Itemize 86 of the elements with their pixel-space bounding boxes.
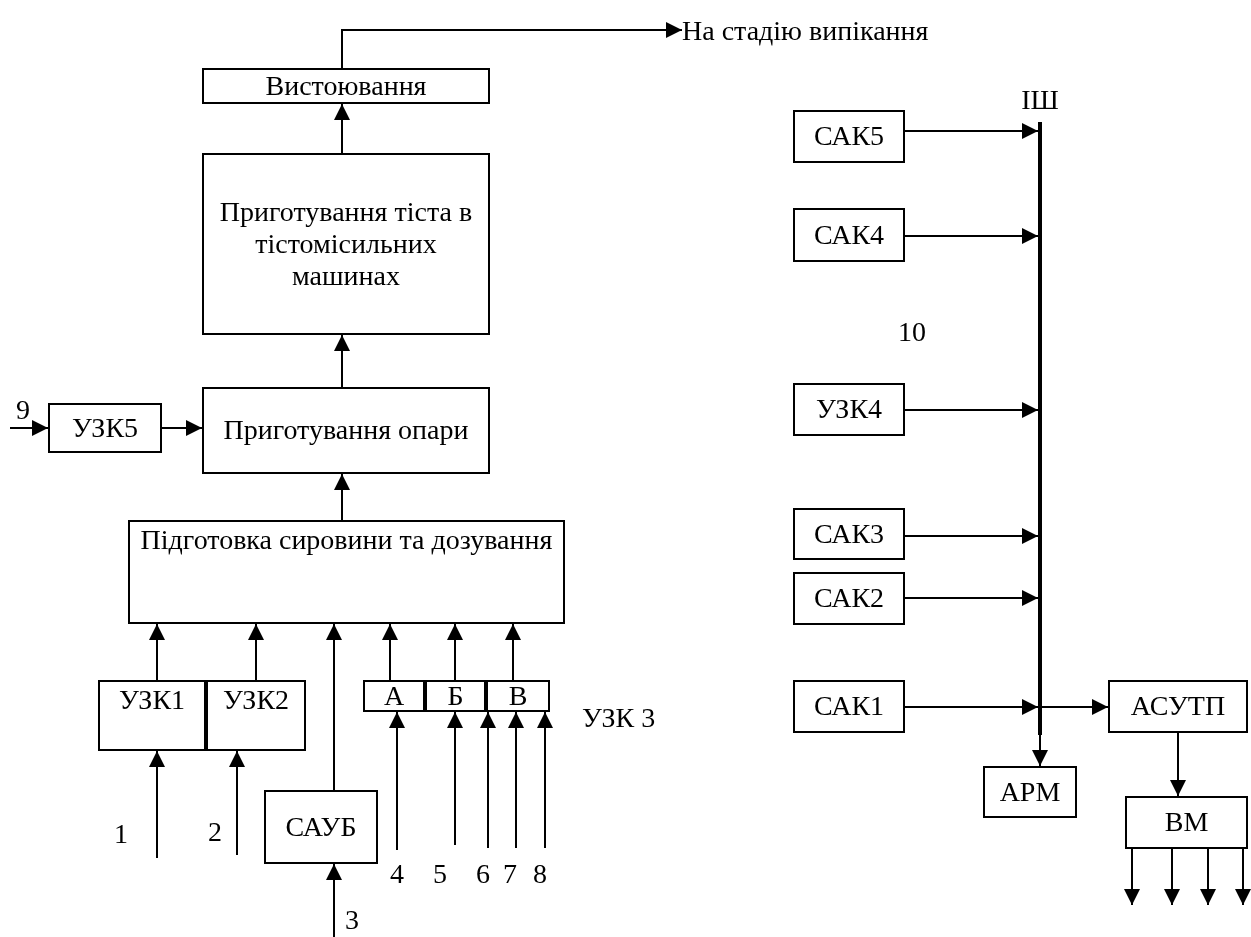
box-text: Підготовка сировини та дозування <box>140 524 553 557</box>
box-text: САУБ <box>285 810 357 844</box>
process-box <box>793 680 905 733</box>
arrow <box>9 420 49 436</box>
process-box <box>486 680 550 712</box>
box-text: УЗК5 <box>71 411 139 445</box>
box-text: САК1 <box>813 690 885 723</box>
arrow <box>334 473 350 521</box>
arrow <box>1164 848 1180 906</box>
box-text: В <box>508 679 528 713</box>
arrow <box>537 711 553 849</box>
process-box <box>202 153 490 335</box>
arrow <box>149 750 165 859</box>
process-box <box>793 508 905 560</box>
arrow <box>326 863 342 937</box>
arrow <box>904 528 1039 544</box>
box-text: САК3 <box>813 517 885 551</box>
process-box <box>793 383 905 436</box>
arrow <box>447 711 463 846</box>
arrow <box>904 402 1039 418</box>
arrow <box>248 623 264 681</box>
process-box <box>793 208 905 262</box>
process-box <box>202 387 490 474</box>
box-text: УЗК1 <box>118 684 186 717</box>
edge-label: 3 <box>345 906 359 934</box>
arrow <box>447 623 463 681</box>
box-text: Приготування опари <box>223 414 469 447</box>
arrow <box>229 750 245 856</box>
arrow <box>904 228 1039 244</box>
process-box <box>425 680 486 712</box>
process-box <box>1108 680 1248 733</box>
arrow <box>904 699 1039 715</box>
edge-label: 2 <box>208 818 222 846</box>
arrow <box>334 103 350 154</box>
arrow <box>904 590 1039 606</box>
process-box <box>98 680 206 751</box>
process-box <box>363 680 425 712</box>
arrow <box>341 22 683 69</box>
process-box <box>128 520 565 624</box>
box-text: На стадію випікання <box>682 14 929 48</box>
box-text: А <box>383 679 405 713</box>
box-text: УЗК4 <box>815 393 883 426</box>
arrow <box>161 420 203 436</box>
edge-label: 9 <box>16 396 30 424</box>
box-text: АСУТП <box>1130 690 1226 723</box>
process-box <box>48 403 162 453</box>
arrow <box>508 711 524 849</box>
process-box <box>264 790 378 864</box>
arrow <box>505 623 521 681</box>
box-text: Вистоювання <box>265 69 427 103</box>
process-box <box>793 572 905 625</box>
callout-number: 10 <box>898 318 926 346</box>
box-text: САК5 <box>813 120 885 153</box>
box-text: САК2 <box>813 582 885 615</box>
box-text: АРМ <box>999 775 1061 809</box>
box-text: САК4 <box>813 218 885 252</box>
arrow <box>334 334 350 388</box>
edge-label: 4 <box>390 860 404 888</box>
box-text: ВМ <box>1164 806 1209 839</box>
arrow <box>1235 848 1251 906</box>
arrow <box>1032 734 1048 767</box>
process-box <box>983 766 1077 818</box>
arrow <box>326 623 342 791</box>
process-box <box>206 680 306 751</box>
box-text: Приготування тіста в тістомісильних машинах <box>218 195 474 293</box>
arrow <box>389 711 405 851</box>
edge-label: 8 <box>533 860 547 888</box>
group-label: УЗК 3 <box>582 704 656 732</box>
arrow <box>1124 848 1140 906</box>
arrow <box>1170 732 1186 797</box>
box-text: УЗК2 <box>222 684 290 717</box>
process-box <box>793 110 905 163</box>
edge-label: 7 <box>503 860 517 888</box>
arrow <box>382 623 398 681</box>
arrow <box>1200 848 1216 906</box>
arrow <box>904 123 1039 139</box>
edge-label: 6 <box>476 860 490 888</box>
bus-label: ІШ <box>1021 83 1059 116</box>
process-box <box>202 68 490 104</box>
arrow <box>480 711 496 849</box>
process-box <box>1125 796 1248 849</box>
arrow <box>149 623 165 681</box>
box-text: Б <box>447 679 464 713</box>
arrow <box>1041 699 1109 715</box>
edge-label: 5 <box>433 860 447 888</box>
edge-label: 1 <box>114 820 128 848</box>
